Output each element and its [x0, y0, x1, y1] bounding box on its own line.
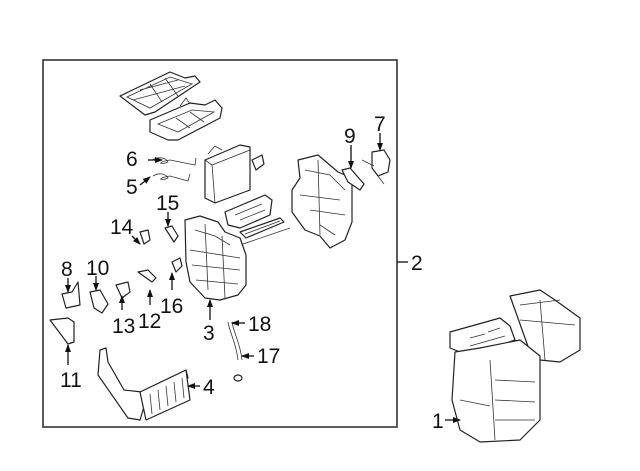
- callout-7: 7: [374, 113, 386, 136]
- filter-housing-part: [149, 97, 223, 141]
- callout-4: 4: [203, 376, 215, 399]
- callout-17: 17: [257, 345, 280, 368]
- callout-14: 14: [110, 216, 134, 239]
- callout-5-leader: [139, 176, 151, 186]
- case-left-half-part: [184, 215, 247, 301]
- callout-6: 6: [126, 148, 138, 171]
- door-mechanism-part: [224, 194, 291, 246]
- callout-2: 2: [411, 252, 423, 275]
- drain-grommet-part: [233, 374, 243, 382]
- part-8: [61, 281, 81, 309]
- part-13: [115, 281, 131, 299]
- part-15: [164, 225, 179, 243]
- sensor-wire-5-part: [152, 173, 191, 182]
- callout-3: 3: [203, 322, 215, 345]
- callout-18: 18: [248, 313, 271, 336]
- callout-1: 1: [432, 410, 444, 433]
- sensor-wire-6-part: [151, 157, 197, 166]
- callout-14-leader: [131, 235, 141, 245]
- callout-13: 13: [112, 315, 135, 338]
- clip-part: [251, 154, 265, 171]
- part-14: [139, 229, 151, 245]
- assembly-box: [42, 59, 398, 428]
- drain-hose-part: [227, 321, 243, 361]
- callout-12: 12: [138, 310, 161, 333]
- callout-11: 11: [60, 369, 82, 392]
- part-12: [137, 269, 157, 283]
- callout-9: 9: [344, 125, 356, 148]
- callout-10: 10: [86, 257, 109, 280]
- part-7-actuator: [361, 149, 391, 185]
- case-right-half-part: [291, 154, 353, 249]
- part-16: [171, 257, 183, 273]
- callout-15: 15: [156, 192, 179, 215]
- part-10: [89, 289, 109, 314]
- part-11-cover: [49, 317, 75, 345]
- callout-8: 8: [61, 258, 73, 281]
- callout-5: 5: [126, 176, 138, 199]
- filter-cover-part: [119, 71, 201, 116]
- complete-assembly-part-1: [449, 289, 581, 443]
- evaporator-part: [204, 144, 251, 204]
- heater-core-part: [97, 347, 191, 421]
- callout-16: 16: [160, 295, 183, 318]
